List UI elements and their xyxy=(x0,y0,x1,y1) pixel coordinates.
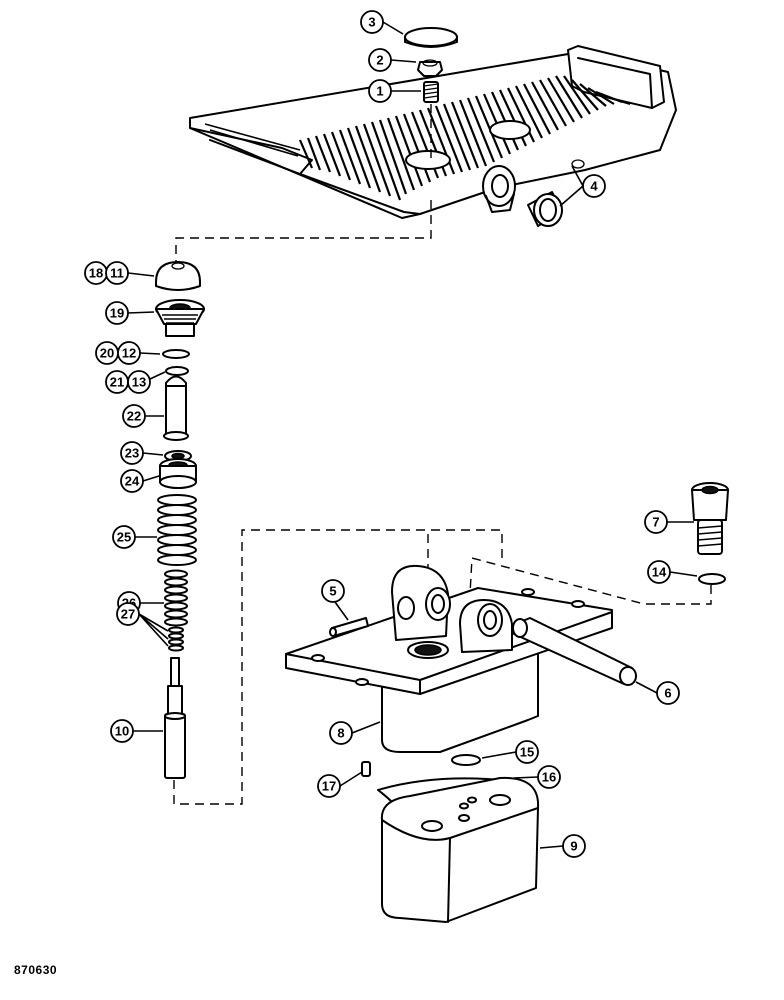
nut xyxy=(417,59,443,77)
svg-text:11: 11 xyxy=(110,266,124,281)
callout-1: 1 xyxy=(368,79,421,103)
callout-20: 20 xyxy=(95,341,119,365)
svg-text:22: 22 xyxy=(127,409,141,424)
svg-text:21: 21 xyxy=(110,375,124,390)
retainer xyxy=(155,299,205,337)
drawing-number: 870630 xyxy=(14,963,58,977)
svg-text:15: 15 xyxy=(520,745,534,760)
spring-seat xyxy=(159,458,197,489)
svg-text:16: 16 xyxy=(542,770,556,785)
svg-text:4: 4 xyxy=(590,179,598,194)
o-ring-lower xyxy=(451,754,481,766)
svg-text:2: 2 xyxy=(376,53,383,68)
callout-8: 8 xyxy=(329,721,381,745)
callout-12: 12 xyxy=(117,341,161,365)
shims xyxy=(168,626,184,652)
callout-27: 27 xyxy=(116,602,169,647)
outer-spring xyxy=(157,494,197,566)
svg-text:6: 6 xyxy=(664,686,671,701)
svg-text:3: 3 xyxy=(368,15,375,30)
svg-text:14: 14 xyxy=(652,565,667,580)
callout-13: 13 xyxy=(127,370,166,394)
callout-21: 21 xyxy=(105,370,129,394)
svg-text:9: 9 xyxy=(570,839,577,854)
callout-23: 23 xyxy=(120,441,164,465)
svg-text:1: 1 xyxy=(376,84,383,99)
seal xyxy=(165,366,189,376)
svg-text:18: 18 xyxy=(89,266,103,281)
callout-15: 15 xyxy=(481,740,539,764)
boot xyxy=(155,261,201,291)
pivot-shaft xyxy=(512,617,637,686)
callout-24: 24 xyxy=(120,469,160,493)
callout-17: 17 xyxy=(317,771,363,798)
svg-text:10: 10 xyxy=(115,724,129,739)
svg-text:25: 25 xyxy=(117,530,131,545)
svg-text:8: 8 xyxy=(337,726,344,741)
svg-text:13: 13 xyxy=(132,375,146,390)
valve-body xyxy=(285,564,613,753)
dowel-pin xyxy=(361,761,371,777)
svg-text:27: 27 xyxy=(121,607,135,622)
spool xyxy=(164,657,186,779)
inner-spring xyxy=(164,569,188,627)
svg-text:17: 17 xyxy=(322,779,336,794)
callout-10: 10 xyxy=(110,719,163,743)
callout-11: 11 xyxy=(105,261,155,285)
bushing xyxy=(527,191,563,227)
callout-25: 25 xyxy=(112,525,157,549)
callout-9: 9 xyxy=(539,834,586,858)
callout-14: 14 xyxy=(647,560,698,584)
svg-text:24: 24 xyxy=(125,474,140,489)
callout-18: 18 xyxy=(84,261,108,285)
callout-7: 7 xyxy=(644,510,694,534)
callout-22: 22 xyxy=(122,404,164,428)
plunger xyxy=(163,375,189,441)
callout-layer: 3 2 1 4 18 11 19 xyxy=(84,10,698,858)
callout-3: 3 xyxy=(360,10,404,35)
svg-text:12: 12 xyxy=(122,346,136,361)
svg-text:7: 7 xyxy=(652,515,659,530)
plug xyxy=(691,482,729,555)
callout-19: 19 xyxy=(105,301,155,325)
svg-text:19: 19 xyxy=(110,306,124,321)
roll-pin xyxy=(329,617,369,637)
lower-housing xyxy=(380,776,540,923)
o-ring xyxy=(698,573,726,585)
cap xyxy=(404,27,458,48)
svg-text:5: 5 xyxy=(329,584,336,599)
set-screw xyxy=(423,81,439,103)
pedal-treadle xyxy=(189,45,677,219)
svg-text:23: 23 xyxy=(125,446,139,461)
callout-5: 5 xyxy=(321,579,349,621)
callout-2: 2 xyxy=(368,48,417,72)
callout-6: 6 xyxy=(635,681,680,705)
svg-text:20: 20 xyxy=(100,346,114,361)
o-ring-upper xyxy=(162,349,190,359)
callout-4: 4 xyxy=(559,165,606,207)
callout-16: 16 xyxy=(513,765,561,789)
